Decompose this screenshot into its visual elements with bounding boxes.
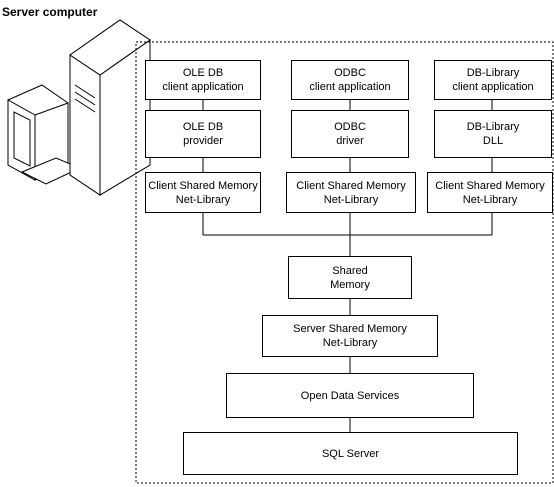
- open-data-services-box: Open Data Services: [226, 373, 474, 418]
- box-line: Client Shared Memory: [435, 179, 545, 192]
- dblib-dll-box: DB-Library DLL: [434, 110, 552, 158]
- box-line: OLE DB: [182, 67, 224, 79]
- computer-icon: [7, 19, 151, 196]
- box-line: Server Shared Memory: [293, 323, 407, 335]
- box-line: DB-Library: [466, 121, 520, 133]
- box-line: driver: [336, 135, 364, 147]
- sql-server-box: SQL Server: [183, 432, 518, 475]
- box-line: client application: [309, 81, 391, 93]
- odbc-driver-box: ODBC driver: [291, 110, 409, 158]
- box-line: client application: [452, 81, 534, 93]
- box-line: Net-Library: [462, 193, 518, 206]
- box-line: DLL: [482, 135, 504, 147]
- box-line: Memory: [330, 278, 370, 291]
- box-line: Net-Library: [322, 337, 378, 349]
- box-line: Open Data Services: [300, 389, 400, 402]
- box-line: client application: [162, 81, 244, 93]
- box-line: provider: [183, 135, 223, 147]
- box-line: Net-Library: [323, 193, 379, 206]
- odbc-client-app-box: ODBC client application: [291, 60, 409, 100]
- box-line: Client Shared Memory: [296, 179, 406, 192]
- server-netlib-box: Server Shared Memory Net-Library: [262, 315, 438, 357]
- box-line: ODBC: [334, 121, 366, 133]
- connectors: [202, 100, 493, 432]
- oledb-netlib-box: Client Shared Memory Net-Library: [145, 172, 261, 213]
- boundary-frame: [135, 41, 554, 484]
- diagram-title: Server computer: [2, 5, 98, 19]
- box-line: Net-Library: [175, 193, 231, 206]
- box-line: SQL Server: [321, 447, 380, 460]
- box-line: ODBC: [334, 67, 366, 79]
- oledb-client-app-box: OLE DB client application: [145, 60, 261, 100]
- box-line: Client Shared Memory: [148, 179, 258, 192]
- box-line: DB-Library: [466, 67, 520, 79]
- box-line: OLE DB: [182, 121, 224, 133]
- dblib-client-app-box: DB-Library client application: [434, 60, 552, 100]
- oledb-provider-box: OLE DB provider: [145, 110, 261, 158]
- odbc-netlib-box: Client Shared Memory Net-Library: [286, 172, 416, 213]
- dblib-netlib-box: Client Shared Memory Net-Library: [427, 172, 553, 213]
- box-line: Shared: [332, 264, 368, 277]
- shared-memory-box: Shared Memory: [288, 256, 412, 299]
